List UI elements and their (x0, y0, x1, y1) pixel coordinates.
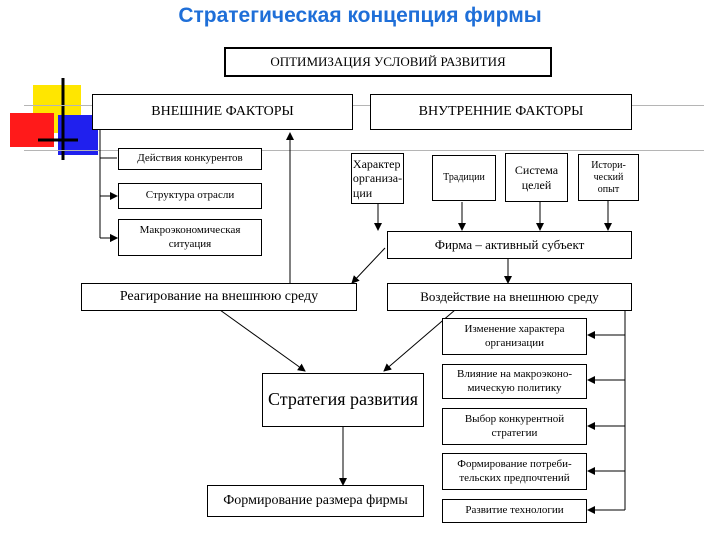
impact-item: Изменение характера организации (442, 318, 587, 355)
internal-item: Характер организа-ции (351, 153, 404, 204)
external-item: Действия конкурентов (118, 148, 262, 170)
internal-item: Истори-ческий опыт (578, 154, 639, 201)
decor-line (24, 150, 704, 151)
external-factors-box: ВНЕШНИЕ ФАКТОРЫ (92, 94, 353, 130)
internal-item: Традиции (432, 155, 496, 201)
impact-item: Выбор конкурентной стратегии (442, 408, 587, 445)
impact-item: Формирование потреби-тельских предпочтен… (442, 453, 587, 490)
strategy-box: Стратегия развития (262, 373, 424, 427)
external-item: Структура отрасли (118, 183, 262, 209)
internal-factors-box: ВНУТРЕННИЕ ФАКТОРЫ (370, 94, 632, 130)
internal-item: Система целей (505, 153, 568, 202)
top-box: ОПТИМИЗАЦИЯ УСЛОВИЙ РАЗВИТИЯ (224, 47, 552, 77)
impact-item: Влияние на макроэконо-мическую политику (442, 364, 587, 399)
firm-box: Фирма – активный субъект (387, 231, 632, 259)
impact-item: Развитие технологии (442, 499, 587, 523)
page-title: Стратегическая концепция фирмы (178, 4, 542, 27)
external-item: Макроэкономическая ситуация (118, 219, 262, 256)
react-box: Реагирование на внешнюю среду (81, 283, 357, 311)
impact-box: Воздействие на внешнюю среду (387, 283, 632, 311)
firm-size-box: Формирование размера фирмы (207, 485, 424, 517)
decor-line (24, 105, 704, 106)
